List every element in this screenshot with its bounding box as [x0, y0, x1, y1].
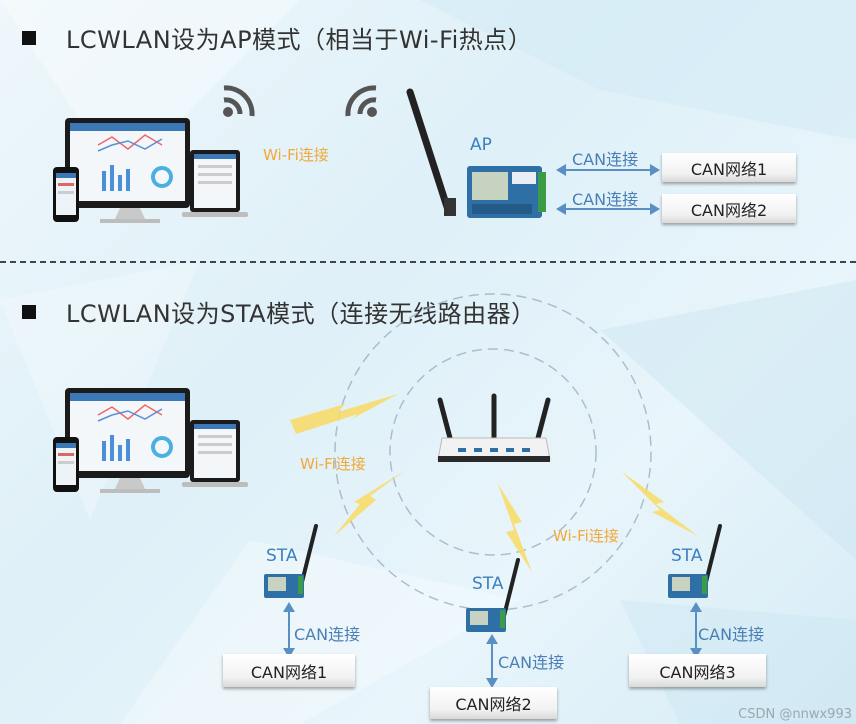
ap-can-network-2: CAN网络2: [662, 194, 796, 223]
section-divider: [0, 261, 856, 263]
phone-icon: [53, 437, 79, 492]
sta-node-1-arrow: [283, 602, 295, 658]
watermark: CSDN @nnwx993: [738, 707, 852, 722]
computer-monitor-icon: [65, 388, 190, 493]
sta-section-title: LCWLAN设为STA模式（连接无线路由器）: [66, 300, 536, 328]
phone-icon: [53, 167, 79, 222]
sta-node-2-arrow: [486, 634, 498, 688]
ap-device-icon: [406, 88, 546, 218]
sta-node-1-label: STA: [266, 546, 298, 566]
lightning-bolt-icon: [290, 394, 398, 434]
wifi-signal-icon: [345, 85, 377, 117]
sta-node-2-link-label: CAN连接: [498, 653, 565, 672]
ap-link-label-2: CAN连接: [572, 190, 639, 209]
computer-group-sta: [53, 388, 248, 493]
sta-can-network-3: CAN网络3: [629, 654, 766, 687]
computer-group-ap: [53, 118, 248, 223]
laptop-icon: [182, 420, 248, 487]
computer-monitor-icon: [65, 118, 190, 223]
sta-can-network-2: CAN网络2: [430, 687, 557, 719]
sta-node-3-arrow: [690, 602, 702, 658]
laptop-icon: [182, 150, 248, 217]
sta-node-1-link-label: CAN连接: [294, 625, 361, 644]
sta-wifi-label-2: Wi-Fi连接: [553, 527, 619, 545]
sta-can-network-1: CAN网络1: [223, 654, 355, 687]
sta-wifi-label-1: Wi-Fi连接: [300, 455, 366, 473]
square-bullet-icon: [22, 304, 36, 319]
ap-link-arrow-2: [556, 203, 660, 215]
wifi-signal-icon: [223, 85, 255, 117]
lightning-bolt-icon: [334, 470, 406, 536]
ap-link-arrow-1: [556, 164, 660, 176]
device-module-icon: [466, 558, 520, 632]
device-module-icon: [264, 524, 318, 598]
ap-link-label-1: CAN连接: [572, 150, 639, 169]
sta-section-heading: LCWLAN设为STA模式（连接无线路由器）: [22, 294, 536, 329]
device-module-icon: [668, 524, 722, 598]
sta-node-3-link-label: CAN连接: [698, 625, 765, 644]
router-icon: [437, 393, 551, 462]
ap-device-label: AP: [470, 135, 492, 155]
ap-section-heading: LCWLAN设为AP模式（相当于Wi-Fi热点）: [22, 20, 532, 55]
sta-node-2-label: STA: [472, 574, 504, 594]
sta-node-3-label: STA: [671, 546, 703, 566]
ap-wifi-label: Wi-Fi连接: [263, 146, 329, 164]
lightning-bolt-icon: [622, 472, 698, 536]
ap-section-title: LCWLAN设为AP模式（相当于Wi-Fi热点）: [66, 26, 533, 54]
lightning-bolt-icon: [498, 484, 532, 572]
ap-can-network-1: CAN网络1: [662, 153, 796, 182]
square-bullet-icon: [22, 30, 36, 45]
